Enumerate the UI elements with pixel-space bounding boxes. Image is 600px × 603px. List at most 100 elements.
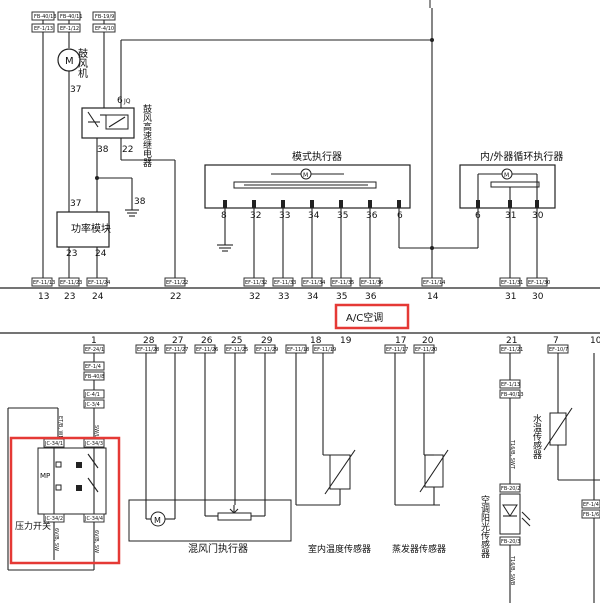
svg-text:38: 38 <box>134 197 146 207</box>
blend-door-label: 混风门执行器 <box>188 542 248 555</box>
svg-text:27: 27 <box>172 336 183 346</box>
svg-text:M: M <box>303 172 308 179</box>
svg-text:18: 18 <box>310 336 322 346</box>
svg-text:FB-40/8: FB-40/8 <box>85 374 104 380</box>
svg-text:EF-11/33: EF-11/33 <box>274 280 296 286</box>
svg-text:1: 1 <box>91 336 97 346</box>
svg-text:22: 22 <box>170 292 181 302</box>
svg-text:JQ: JQ <box>123 98 131 105</box>
svg-text:24: 24 <box>92 292 104 302</box>
svg-text:28: 28 <box>143 336 155 346</box>
svg-text:EF-1/13: EF-1/13 <box>34 26 53 32</box>
svg-text:31: 31 <box>505 292 516 302</box>
svg-text:29: 29 <box>261 336 273 346</box>
svg-text:EF-11/17: EF-11/17 <box>386 347 408 353</box>
svg-text:32: 32 <box>249 292 260 302</box>
svg-text:34: 34 <box>307 292 319 302</box>
svg-text:23: 23 <box>66 249 77 259</box>
svg-text:M: M <box>65 56 74 67</box>
svg-text:14: 14 <box>427 292 439 302</box>
svg-text:36: 36 <box>366 211 378 221</box>
svg-text:34: 34 <box>308 211 320 221</box>
svg-text:24: 24 <box>95 249 107 259</box>
svg-text:EF-11/20: EF-11/20 <box>415 347 437 353</box>
top-connector-blower-power: FB-40/11 EF-1/12 <box>57 11 83 33</box>
pressure-switch: JC-34/1 JC-34/3 MP JC-34/2 JC-34/4 压力开关 <box>15 438 107 532</box>
svg-text:33: 33 <box>278 292 289 302</box>
blower-motor-label: 鼓风机 <box>76 47 88 79</box>
blend-door-actuator: M <box>128 499 292 542</box>
svg-text:EF-11/29: EF-11/29 <box>256 347 278 353</box>
lower-pin-numbers: 1 28 27 26 25 29 18 19 17 20 21 7 10 <box>91 336 600 346</box>
svg-text:26: 26 <box>201 336 213 346</box>
svg-text:JC-34/3: JC-34/3 <box>84 441 103 447</box>
svg-text:30: 30 <box>532 211 544 221</box>
blower-relay <box>81 107 135 139</box>
svg-text:ET/B, WB: ET/B, WB <box>57 416 63 439</box>
ac-unit-highlight <box>334 303 410 330</box>
svg-text:22: 22 <box>122 145 133 155</box>
svg-text:FB-19/9: FB-19/9 <box>95 14 114 20</box>
water-temp-sensor <box>543 407 573 451</box>
svg-text:EF-11/30: EF-11/30 <box>528 280 550 286</box>
pressure-switch-highlight <box>9 436 121 565</box>
svg-text:EF-10/7: EF-10/7 <box>549 347 568 353</box>
svg-text:31: 31 <box>505 211 516 221</box>
sunlight-sensor-label: 空调阳光传感器 <box>479 494 490 558</box>
svg-text:37: 37 <box>70 85 81 95</box>
upper-connector-row: EF-11/13 EF-11/23 EF-11/24 EF-11/22 EF-1… <box>31 277 550 287</box>
indoor-temp-label: 室内温度传感器 <box>308 543 371 555</box>
mode-actuator-label: 模式执行器 <box>292 150 342 163</box>
svg-text:JC-3/4: JC-3/4 <box>84 402 100 408</box>
svg-text:6V/B, SW: 6V/B, SW <box>53 528 59 551</box>
svg-text:JC-34/1: JC-34/1 <box>44 441 63 447</box>
svg-text:EF-11/18: EF-11/18 <box>287 347 309 353</box>
svg-text:EF-1/13: EF-1/13 <box>501 382 520 388</box>
svg-text:10: 10 <box>590 336 600 346</box>
svg-text:EF-11/31: EF-11/31 <box>501 280 523 286</box>
svg-text:M: M <box>154 516 161 525</box>
indoor-temp-sensor <box>323 449 356 505</box>
svg-text:23: 23 <box>64 292 75 302</box>
svg-text:36: 36 <box>365 292 377 302</box>
svg-text:MP: MP <box>40 472 50 480</box>
svg-text:T16/B, SWB: T16/B, SWB <box>509 555 515 586</box>
svg-text:EF-1/4: EF-1/4 <box>85 364 101 370</box>
svg-text:EF-11/28: EF-11/28 <box>137 347 159 353</box>
svg-text:EF-11/24: EF-11/24 <box>88 280 110 286</box>
water-temp-label: 水温传感器 <box>531 413 542 459</box>
blower-relay-label: 鼓风高速继电器 <box>141 103 152 167</box>
lower-connector-row: EF-24/1 EF-11/28 EF-11/27 EF-11/26 EF-11… <box>83 344 569 354</box>
sunlight-sensor <box>499 493 531 535</box>
svg-text:33: 33 <box>279 211 290 221</box>
svg-text:FB-20/3: FB-20/3 <box>501 539 520 545</box>
svg-text:17: 17 <box>395 336 406 346</box>
svg-text:EF-11/36: EF-11/36 <box>361 280 383 286</box>
pressure-switch-label: 压力开关 <box>15 520 51 532</box>
power-module: 功率模块 <box>56 211 111 248</box>
svg-text:37: 37 <box>70 199 81 209</box>
svg-text:JC-34/4: JC-34/4 <box>84 516 103 522</box>
svg-text:EF-11/14: EF-11/14 <box>423 280 445 286</box>
power-module-label: 功率模块 <box>71 222 111 235</box>
svg-text:EF-11/32: EF-11/32 <box>245 280 267 286</box>
ac-unit: A/C空调 <box>0 287 600 334</box>
recirc-actuator-label: 内/外器循环执行器 <box>480 150 563 163</box>
svg-text:32: 32 <box>250 211 261 221</box>
svg-text:30: 30 <box>532 292 544 302</box>
svg-text:EF-11/35: EF-11/35 <box>332 280 354 286</box>
svg-text:EF-11/25: EF-11/25 <box>226 347 248 353</box>
svg-text:EF-4/10: EF-4/10 <box>95 26 114 32</box>
svg-text:JC-4/1: JC-4/1 <box>84 392 100 398</box>
svg-text:25: 25 <box>231 336 242 346</box>
svg-text:FB-1/6: FB-1/6 <box>583 512 599 518</box>
svg-text:EF-11/13: EF-11/13 <box>33 280 55 286</box>
svg-text:35: 35 <box>336 292 347 302</box>
top-connector-blower-ground: FB-40/13 EF-1/13 <box>31 11 57 33</box>
svg-text:20: 20 <box>422 336 434 346</box>
svg-text:6: 6 <box>397 211 403 221</box>
svg-text:38: 38 <box>97 145 109 155</box>
svg-text:EF-11/19: EF-11/19 <box>314 347 336 353</box>
upper-pin-numbers: 13 23 24 22 32 33 34 35 36 14 31 30 <box>38 292 544 302</box>
svg-text:FB-40/13: FB-40/13 <box>34 14 57 20</box>
